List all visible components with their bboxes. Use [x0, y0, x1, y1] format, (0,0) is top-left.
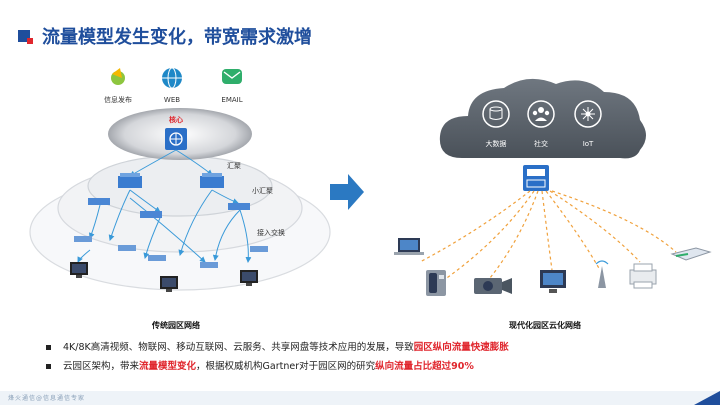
- bullet-highlight: 园区纵向流量快速膨胀: [413, 342, 509, 353]
- camera-icon: [474, 278, 512, 294]
- bullet-list: 4K/8K高清视频、物联网、移动互联网、云服务、共享网盘等技术应用的发展，导致园…: [46, 338, 509, 376]
- title-square-icon: [18, 28, 34, 44]
- app-label-info: 信息发布: [104, 95, 132, 104]
- cloud-switch-icon: [523, 165, 549, 191]
- small-agg-label: 小汇聚: [252, 186, 273, 195]
- core-label: 核心: [169, 115, 183, 124]
- cloud-label-bigdata: 大数据: [486, 139, 507, 148]
- router-device-icon: [670, 247, 712, 261]
- bullet-item: 云园区架构，带来流量模型变化，根据权威机构Gartner对于园区网的研究纵向流量…: [46, 357, 509, 376]
- cloud-label-iot: IoT: [583, 140, 594, 148]
- iot-icon: [574, 100, 602, 128]
- app-icon-email: [222, 69, 242, 84]
- access-switches: [74, 236, 268, 268]
- antenna-icon: [595, 260, 609, 288]
- traffic-flows: [77, 149, 252, 263]
- ip-phone-icon: [426, 270, 446, 296]
- agg-label: 汇聚: [227, 162, 241, 170]
- transition-arrow: [330, 174, 364, 210]
- social-icon: [527, 100, 555, 128]
- laptop-icon: [394, 238, 424, 255]
- bullet-dot-icon: [46, 345, 51, 350]
- agg-switch-right: [200, 173, 224, 188]
- bullet-item: 4K/8K高清视频、物联网、移动互联网、云服务、共享网盘等技术应用的发展，导致园…: [46, 338, 509, 357]
- bullet-text-rest: ，根据权威机构Gartner对于园区网的研究: [196, 361, 376, 372]
- app-label-email: EMAIL: [221, 96, 242, 104]
- app-icon-info: [111, 68, 125, 85]
- monitor-icon: [540, 270, 566, 293]
- bullet-highlight-2: 纵向流量占比超过90%: [375, 361, 474, 372]
- printer-icon: [629, 263, 657, 289]
- app-label-web: WEB: [164, 96, 180, 104]
- agg-switch-left: [118, 173, 142, 188]
- footer-corner-mark: [694, 391, 720, 405]
- bullet-highlight: 流量模型变化: [139, 361, 197, 372]
- access-label: 接入交换: [257, 228, 285, 237]
- title-bar: 流量模型发生变化，带宽需求激增: [18, 22, 312, 50]
- page-title: 流量模型发生变化，带宽需求激增: [42, 27, 312, 48]
- right-caption: 现代化园区云化网络: [509, 320, 581, 330]
- footer-bar: 烽火通信@信息通信专家: [0, 391, 720, 405]
- bigdata-icon: [482, 100, 510, 128]
- app-icon-web: [162, 67, 182, 89]
- small-agg-switches: [88, 198, 250, 218]
- left-caption: 传统园区网络: [151, 320, 200, 330]
- cloud-label-social: 社交: [534, 139, 548, 148]
- pc-icons: [70, 262, 258, 292]
- bullet-dot-icon: [46, 364, 51, 369]
- core-router-icon: [165, 128, 187, 150]
- footer-text: 烽火通信@信息通信专家: [8, 395, 86, 402]
- cloud-flows: [419, 190, 677, 281]
- bullet-text: 4K/8K高清视频、物联网、移动互联网、云服务、共享网盘等技术应用的发展，导致: [63, 342, 414, 353]
- bullet-text: 云园区架构，带来: [63, 361, 140, 372]
